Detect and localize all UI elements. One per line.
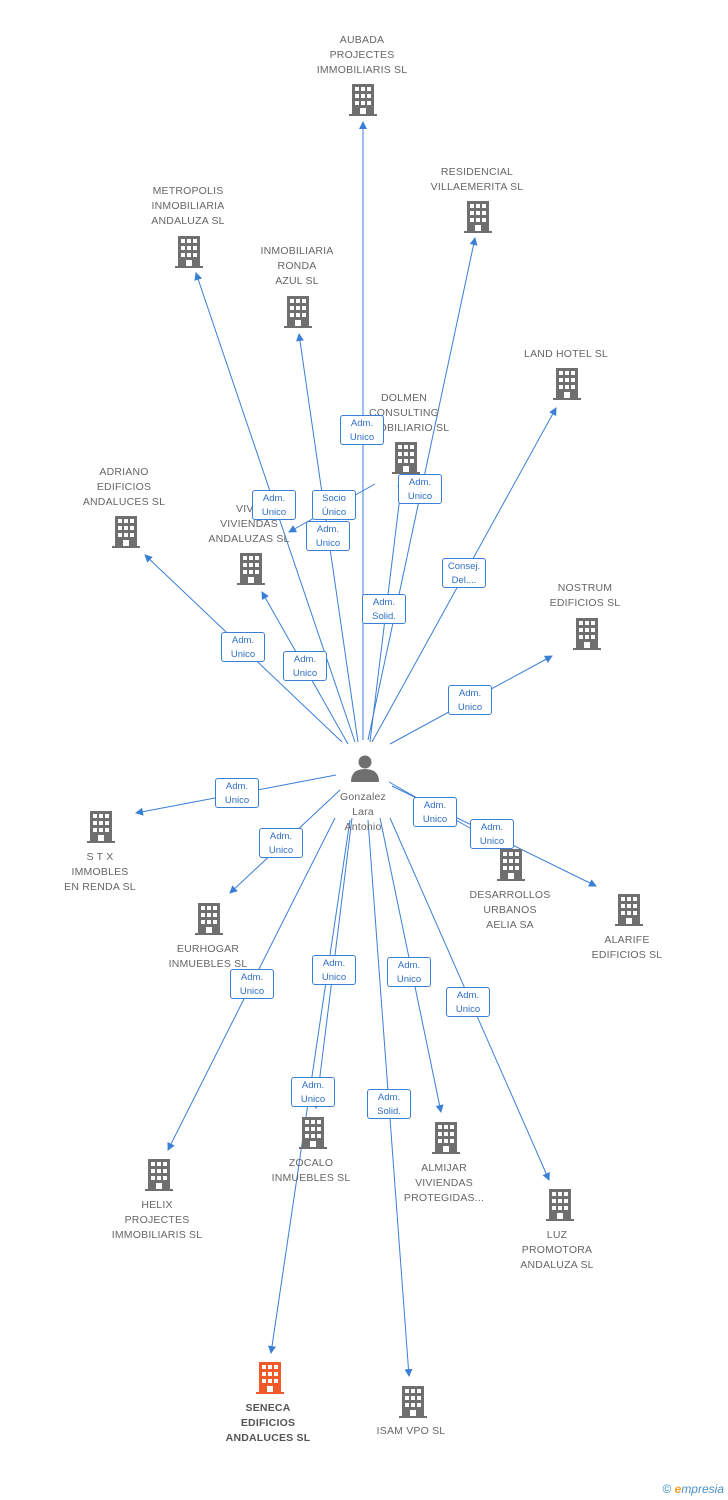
company-label-almijar[interactable]: ALMIJAR VIVIENDAS PROTEGIDAS... [403, 1162, 485, 1204]
company-building-icon-isam[interactable] [399, 1386, 427, 1418]
company-label-isam[interactable]: ISAM VPO SL [376, 1425, 446, 1437]
brand-logo-text: mpresia [681, 1482, 724, 1496]
company-building-icon-landhotel[interactable] [553, 368, 581, 400]
company-building-icon-helix[interactable] [145, 1159, 173, 1191]
relation-label-stx[interactable]: Adm. Unico [215, 778, 259, 808]
company-building-icon-metropolis[interactable] [175, 236, 203, 268]
company-label-aubada[interactable]: AUBADA PROJECTES IMMOBILIARIS SL [316, 34, 408, 76]
relation-label-isam[interactable]: Adm. Solid. [367, 1089, 411, 1119]
company-label-metropolis[interactable]: METROPOLIS INMOBILIARIA ANDALUZA SL [151, 185, 225, 227]
relation-label-alarife[interactable]: Adm. Unico [470, 819, 514, 849]
company-label-nostrum[interactable]: NOSTRUM EDIFICIOS SL [549, 582, 621, 609]
company-label-landhotel[interactable]: LAND HOTEL SL [524, 348, 608, 360]
relation-label-zocalo[interactable]: Adm. Unico [312, 955, 356, 985]
company-label-alarife[interactable]: ALARIFE EDIFICIOS SL [591, 934, 663, 961]
relation-label-viv[interactable]: Adm. Unico [283, 651, 327, 681]
company-label-stx[interactable]: S T X IMMOBLES EN RENDA SL [64, 851, 136, 893]
company-label-eurhogar[interactable]: EURHOGAR INMUEBLES SL [168, 943, 248, 970]
company-building-icon-desarrollos[interactable] [497, 849, 525, 881]
company-building-icon-nostrum[interactable] [573, 618, 601, 650]
person-icon[interactable] [351, 755, 379, 783]
company-building-icon-seneca[interactable] [256, 1362, 284, 1394]
relation-label-ronda[interactable]: Adm. Unico [306, 521, 350, 551]
relation-label-eurhogar[interactable]: Adm. Unico [259, 828, 303, 858]
company-label-helix[interactable]: HELIX PROJECTES IMMOBILIARIS SL [111, 1199, 203, 1241]
company-label-ronda[interactable]: INMOBILIARIA RONDA AZUL SL [260, 245, 334, 287]
relation-label-helix[interactable]: Adm. Unico [230, 969, 274, 999]
brand-logo-initial: e [674, 1482, 682, 1496]
company-building-icon-aubada[interactable] [349, 84, 377, 116]
relation-label-desarrollos[interactable]: Adm. Unico [413, 797, 457, 827]
relation-label-seneca[interactable]: Adm. Unico [291, 1077, 335, 1107]
company-building-icon-dolmen[interactable] [392, 442, 420, 474]
company-building-icon-stx[interactable] [87, 811, 115, 843]
relation-label-luz[interactable]: Adm. Unico [446, 987, 490, 1017]
company-building-icon-almijar[interactable] [432, 1122, 460, 1154]
company-building-icon-ronda[interactable] [284, 296, 312, 328]
company-building-icon-viv[interactable] [237, 553, 265, 585]
relation-label-almijar[interactable]: Adm. Unico [387, 957, 431, 987]
company-building-icon-alarife[interactable] [615, 894, 643, 926]
company-building-icon-luz[interactable] [546, 1189, 574, 1221]
relation-label-dolmen[interactable]: Adm. Unico [398, 474, 442, 504]
relation-label-dolmen[interactable]: Socio Único [312, 490, 356, 520]
person-label[interactable]: Gonzalez Lara Antonio [340, 791, 386, 833]
copyright-symbol: © [662, 1482, 672, 1496]
relation-label-landhotel[interactable]: Consej. Del.... [442, 558, 486, 588]
company-label-zocalo[interactable]: ZOCALO INMUEBLES SL [271, 1157, 351, 1184]
relation-label-residencial[interactable]: Adm. Solid. [362, 594, 406, 624]
company-building-icon-residencial[interactable] [464, 201, 492, 233]
company-label-desarrollos[interactable]: DESARROLLOS URBANOS AELIA SA [469, 889, 551, 931]
company-label-luz[interactable]: LUZ PROMOTORA ANDALUZA SL [520, 1229, 594, 1271]
relation-label-adriano[interactable]: Adm. Unico [221, 632, 265, 662]
company-building-icon-zocalo[interactable] [299, 1117, 327, 1149]
company-building-icon-adriano[interactable] [112, 516, 140, 548]
company-label-seneca[interactable]: SENECA EDIFICIOS ANDALUCES SL [225, 1402, 311, 1444]
company-building-icon-eurhogar[interactable] [195, 903, 223, 935]
company-label-adriano[interactable]: ADRIANO EDIFICIOS ANDALUCES SL [82, 466, 166, 508]
relation-label-metropolis[interactable]: Adm. Unico [252, 490, 296, 520]
company-label-viv[interactable]: VIV... VIVIENDAS ANDALUZAS SL [208, 503, 290, 545]
brand-footer: © empresia [662, 1482, 724, 1496]
relation-label-nostrum[interactable]: Adm. Unico [448, 685, 492, 715]
company-label-residencial[interactable]: RESIDENCIAL VILLAEMERITA SL [430, 166, 524, 193]
relation-label-aubada[interactable]: Adm. Unico [340, 415, 384, 445]
